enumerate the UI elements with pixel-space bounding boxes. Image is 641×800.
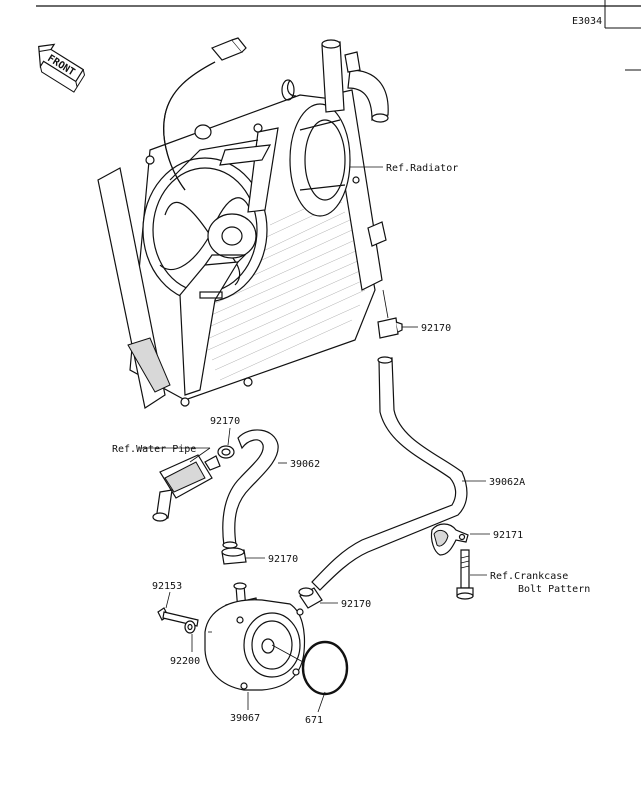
hose-clamp-92170-upper (377, 289, 403, 339)
o-ring-671 (301, 640, 349, 696)
callout-ref-water-pipe: Ref.Water Pipe (112, 444, 196, 455)
crankcase-bolt (456, 549, 474, 600)
ring-grommet (194, 124, 212, 140)
callout-92153: 92153 (152, 581, 182, 592)
radiator-assembly (97, 37, 389, 409)
diagram-code: E3034 (572, 16, 602, 27)
callout-92200: 92200 (170, 656, 200, 667)
oil-cooler-39067 (204, 582, 306, 691)
callout-92170-c: 92170 (268, 554, 298, 565)
front-arrow-icon: FRONT (38, 43, 86, 93)
callout-39067: 39067 (230, 713, 260, 724)
radiator-fins (199, 191, 366, 381)
fan-connector (211, 37, 247, 61)
hose-clamp-92170-cooler (298, 587, 323, 609)
callout-92170-d: 92170 (341, 599, 371, 610)
callout-ref-crankcase-2: Bolt Pattern (518, 584, 590, 595)
callout-ref-crankcase-1: Ref.Crankcase (490, 571, 568, 582)
callout-92171: 92171 (493, 530, 523, 541)
water-pipe-fitting (152, 454, 221, 522)
hose-clamp-92170-mid (217, 445, 235, 459)
hose-clamp-92170-lower (221, 547, 247, 565)
rear-fan-shroud (289, 103, 351, 217)
callout-ref-radiator: Ref.Radiator (386, 163, 458, 174)
hose-39062A (311, 357, 468, 591)
callout-39062: 39062 (290, 459, 320, 470)
callout-92170-a: 92170 (421, 323, 451, 334)
page-border (36, 0, 641, 71)
callout-92170-b: 92170 (210, 416, 240, 427)
bracket-92171 (430, 523, 469, 556)
fan-motor (207, 213, 257, 259)
callout-671: 671 (305, 715, 323, 726)
washer-92200 (184, 620, 196, 634)
callout-39062A: 39062A (489, 477, 525, 488)
